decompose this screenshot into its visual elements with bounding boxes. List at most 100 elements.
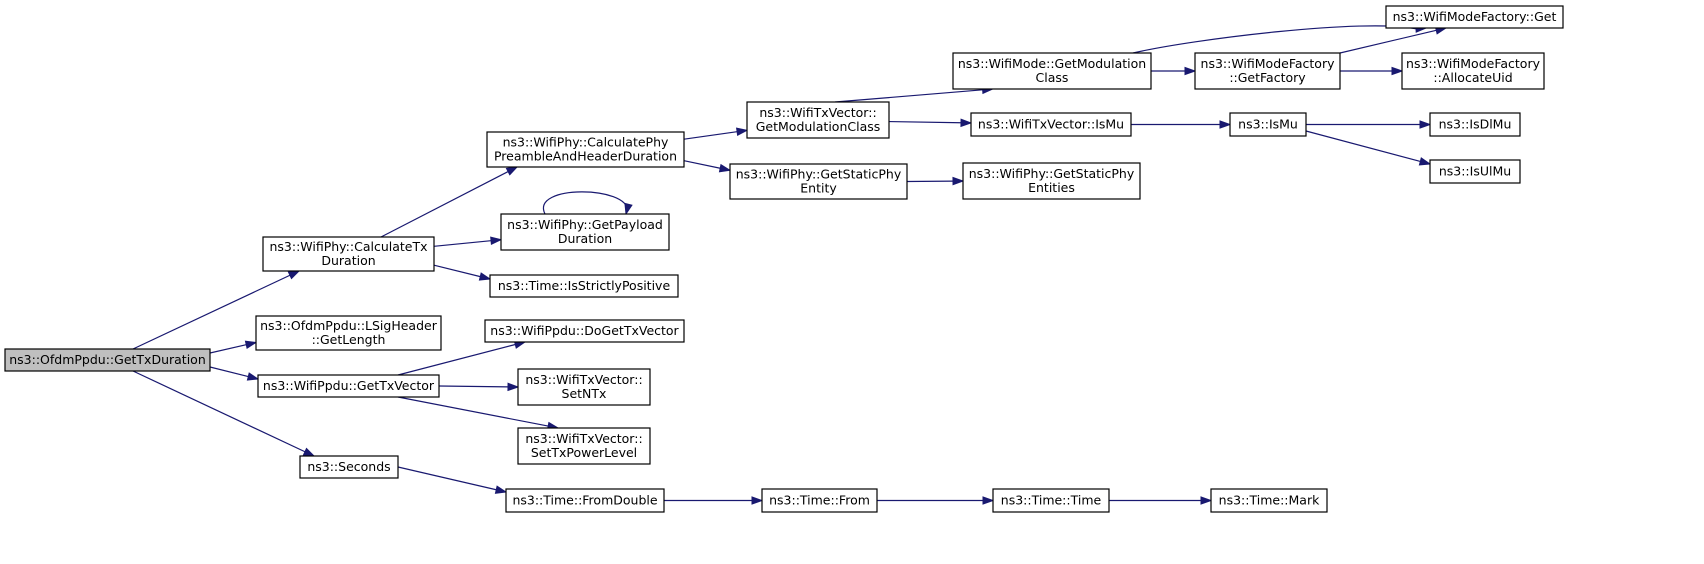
arrowhead-icon xyxy=(1219,120,1232,129)
arrowhead-icon xyxy=(1419,120,1432,129)
arrowhead-icon xyxy=(982,496,995,505)
node-box xyxy=(1401,52,1545,90)
arrowhead-icon xyxy=(1200,496,1213,505)
edge-line xyxy=(1305,130,1421,163)
graph-node-strict[interactable]: ns3::Time::IsStrictlyPositive xyxy=(489,274,679,298)
node-label: Entity xyxy=(800,181,837,196)
node-box xyxy=(761,488,878,513)
graph-node-root[interactable]: ns3::OfdmPpdu::GetTxDuration xyxy=(4,348,211,372)
edge-line xyxy=(438,385,509,388)
node-label: SetNTx xyxy=(562,386,607,401)
edge-line xyxy=(1339,29,1437,54)
arrowhead-icon xyxy=(246,372,260,381)
node-label: ns3::Seconds xyxy=(307,459,390,474)
node-label: SetTxPowerLevel xyxy=(531,445,637,460)
node-box xyxy=(257,374,440,398)
graph-node-factory[interactable]: ns3::WifiModeFactory::GetFactory xyxy=(1194,52,1341,90)
graph-node-fromdbl[interactable]: ns3::Time::FromDouble xyxy=(505,488,665,513)
node-box xyxy=(746,101,890,139)
node-label: ::AllocateUid xyxy=(1433,70,1512,85)
graph-node-mark[interactable]: ns3::Time::Mark xyxy=(1210,488,1328,513)
edge-line xyxy=(397,343,516,376)
graph-edge-root-to-lsig xyxy=(209,340,258,354)
arrowhead-icon xyxy=(1184,66,1197,76)
edge-line xyxy=(209,366,249,378)
arrowhead-icon xyxy=(507,382,520,392)
nodes-layer: ns3::OfdmPpdu::GetTxDuration ns3::WifiPhy… xyxy=(4,5,1564,513)
node-box xyxy=(4,348,211,372)
node-label: ns3::WifiPpdu::GetTxVector xyxy=(263,378,435,393)
graph-edge-root-to-gettxv xyxy=(209,366,260,381)
node-label: ns3::WifiPhy::CalculatePhy xyxy=(503,135,669,150)
graph-node-lsig[interactable]: ns3::OfdmPpdu::LSigHeader::GetLength xyxy=(255,315,442,351)
graph-node-seconds[interactable]: ns3::Seconds xyxy=(299,455,399,479)
graph-edge-fromdbl-to-from xyxy=(664,496,764,505)
arrowhead-icon xyxy=(1391,66,1404,76)
node-label: ns3::IsMu xyxy=(1238,117,1298,132)
edge-line xyxy=(209,344,247,354)
graph-node-txvismu[interactable]: ns3::WifiTxVector::IsMu xyxy=(970,112,1132,137)
graph-node-isul[interactable]: ns3::IsUlMu xyxy=(1429,159,1521,184)
node-label: ns3::WifiModeFactory xyxy=(1201,56,1336,71)
node-box xyxy=(1210,488,1328,513)
node-box xyxy=(489,274,679,298)
graph-edge-txvismu-to-ismu xyxy=(1131,120,1232,129)
graph-node-time[interactable]: ns3::Time::Time xyxy=(992,488,1110,513)
node-label: ns3::Time::FromDouble xyxy=(512,493,657,508)
arrowhead-icon xyxy=(478,272,492,281)
node-label: Entities xyxy=(1028,180,1075,195)
edge-line xyxy=(433,240,492,247)
node-label: ns3::Time::From xyxy=(769,493,870,508)
node-label: ns3::IsDlMu xyxy=(1439,117,1512,132)
graph-node-alloc[interactable]: ns3::WifiModeFactory::AllocateUid xyxy=(1401,52,1545,90)
graph-edge-modemod-to-factory xyxy=(1151,66,1197,76)
graph-node-setpow[interactable]: ns3::WifiTxVector::SetTxPowerLevel xyxy=(517,427,651,465)
node-label: ns3::WifiPhy::GetPayload xyxy=(507,217,663,232)
graph-node-isdl[interactable]: ns3::IsDlMu xyxy=(1429,112,1521,137)
node-label: Duration xyxy=(558,231,612,246)
arrowhead-icon xyxy=(751,496,764,505)
node-label: ns3::OfdmPpdu::GetTxDuration xyxy=(9,352,206,367)
node-label: GetModulationClass xyxy=(756,119,881,134)
node-box xyxy=(500,213,670,251)
node-box xyxy=(1429,159,1521,184)
node-label: ns3::WifiTxVector:: xyxy=(525,372,642,387)
node-box xyxy=(729,163,908,200)
node-label: ns3::WifiTxVector::IsMu xyxy=(978,117,1124,132)
arrowhead-icon xyxy=(287,270,301,280)
node-label: Duration xyxy=(321,253,375,268)
graph-node-setntx[interactable]: ns3::WifiTxVector::SetNTx xyxy=(517,368,651,406)
graph-node-gettxv[interactable]: ns3::WifiPpdu::GetTxVector xyxy=(257,374,440,398)
graph-node-txvmod[interactable]: ns3::WifiTxVector::GetModulationClass xyxy=(746,101,890,139)
graph-node-ismu[interactable]: ns3::IsMu xyxy=(1229,112,1307,137)
arrowhead-icon xyxy=(960,118,973,128)
node-box xyxy=(992,488,1110,513)
graph-edge-calcpre-to-statent xyxy=(683,160,732,173)
arrowhead-icon xyxy=(490,236,503,246)
node-box xyxy=(486,131,685,168)
edge-line xyxy=(132,370,306,453)
graph-node-get[interactable]: ns3::WifiModeFactory::Get xyxy=(1385,5,1564,29)
node-label: ::GetFactory xyxy=(1229,70,1306,85)
graph-node-modemod[interactable]: ns3::WifiMode::GetModulationClass xyxy=(952,52,1152,90)
node-box xyxy=(255,315,442,351)
node-label: ns3::WifiPpdu::DoGetTxVector xyxy=(490,323,679,338)
node-label: ns3::OfdmPpdu::LSigHeader xyxy=(260,318,438,333)
edge-line xyxy=(433,264,481,278)
node-label: ns3::WifiModeFactory::Get xyxy=(1393,9,1557,24)
node-box xyxy=(484,319,685,343)
graph-node-from[interactable]: ns3::Time::From xyxy=(761,488,878,513)
graph-node-dogettx[interactable]: ns3::WifiPpdu::DoGetTxVector xyxy=(484,319,685,343)
node-box xyxy=(517,427,651,465)
node-label: Class xyxy=(1036,70,1069,85)
node-label: ::GetLength xyxy=(312,332,386,347)
graph-node-calcpre[interactable]: ns3::WifiPhy::CalculatePhyPreambleAndHea… xyxy=(486,131,685,168)
graph-edge-calcpre-to-txvmod xyxy=(683,127,749,140)
edge-line xyxy=(683,131,738,140)
graph-edge-ismu-to-isul xyxy=(1305,130,1432,166)
node-label: ns3::WifiPhy::GetStaticPhy xyxy=(736,167,902,182)
